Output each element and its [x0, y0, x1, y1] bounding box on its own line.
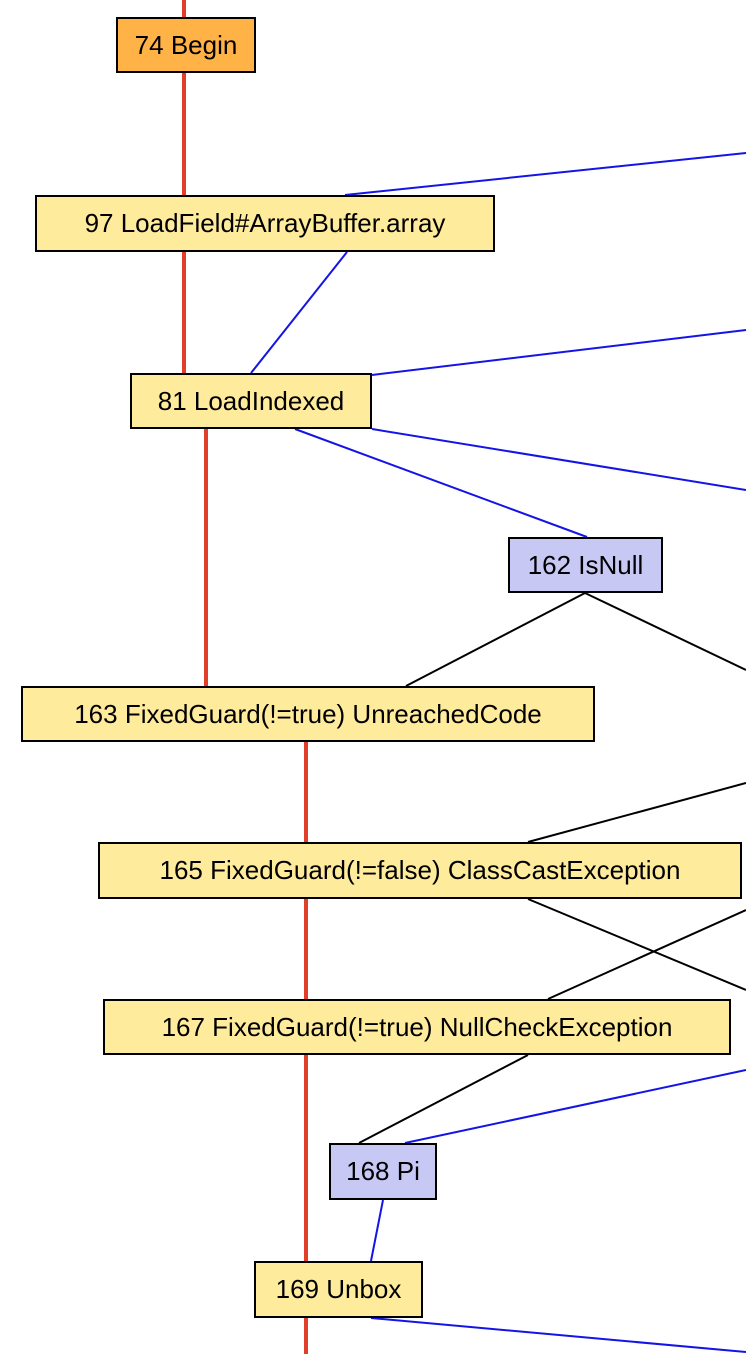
data-edge-169-offscreen [370, 1317, 746, 1353]
edges-layer [182, 0, 746, 1354]
node-74-begin[interactable]: 74 Begin [116, 17, 256, 73]
edge-167-168 [358, 1054, 529, 1144]
data-edge-168-offscreen [404, 1069, 746, 1144]
node-165-fixedguard-classcastexception[interactable]: 165 FixedGuard(!=false) ClassCastExcepti… [98, 842, 742, 899]
node-169-unbox[interactable]: 169 Unbox [254, 1261, 423, 1318]
edge-162-163 [405, 592, 586, 687]
edge-165-offscreen-a [527, 782, 746, 843]
node-162-isnull[interactable]: 162 IsNull [508, 537, 663, 593]
node-163-fixedguard-unreachedcode[interactable]: 163 FixedGuard(!=true) UnreachedCode [21, 686, 595, 742]
data-edge-97-offscreen [344, 152, 746, 196]
data-edge-81-162 [294, 428, 588, 538]
edge-165-offscreen-b [527, 898, 746, 991]
node-81-loadindexed[interactable]: 81 LoadIndexed [130, 373, 372, 429]
data-edge-81-offscreen-a [371, 329, 746, 376]
node-168-pi[interactable]: 168 Pi [329, 1143, 437, 1200]
node-167-fixedguard-nullcheckexception[interactable]: 167 FixedGuard(!=true) NullCheckExceptio… [103, 999, 731, 1055]
edge-162-offscreen [584, 592, 746, 671]
data-edge-168-169 [370, 1199, 384, 1262]
edge-167-offscreen [547, 909, 746, 1000]
data-edge-97-81 [250, 251, 348, 374]
node-97-loadfield[interactable]: 97 LoadField#ArrayBuffer.array [35, 195, 495, 252]
data-edge-81-offscreen-b [371, 428, 746, 491]
